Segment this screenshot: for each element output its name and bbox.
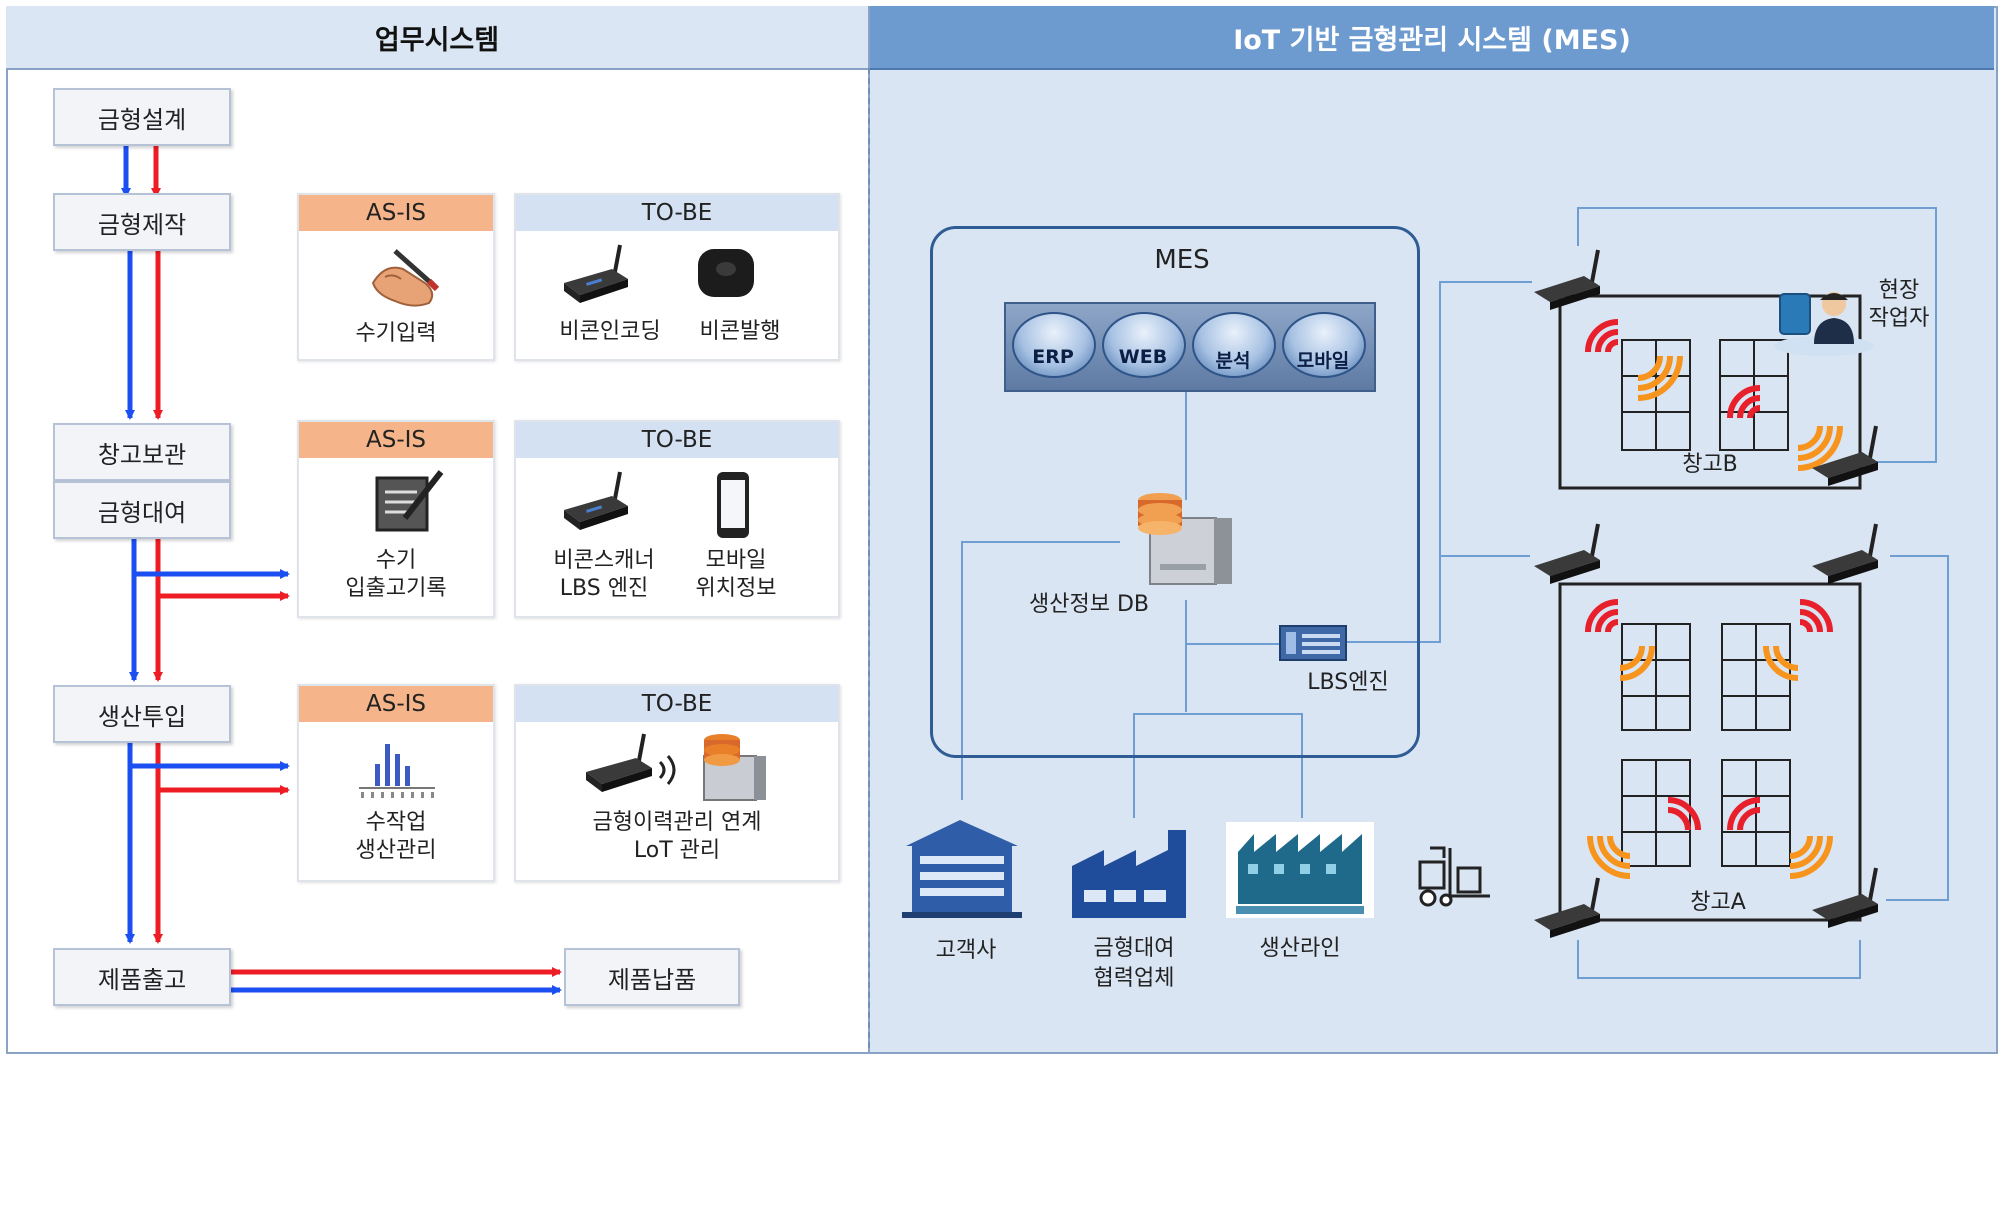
asis-title: AS-IS: [299, 195, 493, 231]
beacon-icons: [1534, 523, 1878, 938]
tobe-title: TO-BE: [516, 422, 838, 458]
step-product-shipment: 제품출고: [53, 948, 231, 1006]
analysis-button: 분석: [1192, 312, 1276, 378]
partner-label-1: 금형대여: [1093, 936, 1175, 961]
step-mold-production: 금형제작: [53, 193, 231, 251]
office-building-icon: [902, 820, 1022, 918]
step-mold-design: 금형설계: [53, 88, 231, 146]
tobe-card-row1: TO-BE 비콘인코딩 비콘발행: [514, 193, 840, 361]
left-panel-header: 업무시스템: [6, 6, 868, 70]
mobile-icon: [1282, 312, 1366, 378]
asis-title: AS-IS: [299, 422, 493, 458]
hand-writing-icon: [371, 249, 440, 307]
mes-title: MES: [1154, 245, 1210, 275]
mobile-label: 모바일: [1296, 350, 1350, 372]
tobe-label-2: LoT 관리: [633, 838, 721, 863]
mes-box: [930, 226, 1420, 758]
tobe-title: TO-BE: [516, 195, 838, 231]
tobe-card-row2: TO-BE 비콘스캐너 LBS 엔진 모바일 위치정보: [514, 420, 840, 618]
lbs-engine-icon: [1279, 625, 1347, 661]
tobe-label-2b: 위치정보: [695, 576, 777, 601]
right-panel-title: IoT 기반 금형관리 시스템 (MES): [1233, 24, 1631, 56]
panel-divider: [868, 68, 870, 1048]
factory-icon: [1072, 830, 1186, 918]
right-panel-header: IoT 기반 금형관리 시스템 (MES): [870, 6, 1994, 70]
warehouse-b-label: 창고B: [1682, 452, 1738, 477]
production-line-label: 생산라인: [1259, 936, 1341, 961]
tobe-card-row3: TO-BE 금형이력관리 연계 LoT 관리: [514, 684, 840, 882]
forklift-icon: [1418, 846, 1490, 907]
asis-card-row1: AS-IS 수기입력: [297, 193, 495, 361]
step-production-input: 생산투입: [53, 685, 231, 743]
signal-waves-icon: [1585, 599, 1833, 879]
field-worker-icon: [1774, 292, 1874, 356]
tobe-label-1: 금형이력관리 연계: [592, 810, 762, 835]
beacon-to-db-icon: [586, 733, 766, 801]
beacon-scanner-icon: [564, 471, 628, 530]
beacon-tag-icon: [698, 249, 754, 297]
asis-label-1: 수기: [375, 548, 417, 573]
warehouse-a-label: 창고A: [1690, 890, 1746, 915]
erp-icon: [1012, 312, 1096, 378]
erp-button: ERP: [1012, 312, 1096, 378]
asis-label-2: 생산관리: [355, 838, 437, 863]
warehouse-a: [1534, 523, 1878, 938]
tobe-label-1b: LBS 엔진: [559, 576, 649, 601]
web-icon: [1102, 312, 1186, 378]
step-mold-rental: 금형대여: [53, 481, 231, 539]
asis-label-2: 입출고기록: [345, 576, 447, 601]
signal-waves-icon: [1585, 319, 1843, 471]
lbs-label: LBS엔진: [1307, 670, 1389, 695]
asis-card-row2: AS-IS 수기 입출고기록: [297, 420, 495, 618]
production-line-icon: [1226, 822, 1374, 918]
beacon-icons: [1534, 249, 1878, 486]
barcode-chart-icon: [359, 744, 435, 798]
notepad-pen-icon: [375, 470, 444, 532]
db-label: 생산정보 DB: [1029, 592, 1149, 617]
web-label: WEB: [1118, 346, 1168, 368]
warehouse-b: [1534, 249, 1878, 490]
asis-label-1: 수작업: [365, 810, 427, 835]
tobe-label-1a: 비콘스캐너: [553, 548, 655, 573]
web-button: WEB: [1102, 312, 1186, 378]
erp-label: ERP: [1032, 346, 1074, 368]
step-product-delivery: 제품납품: [564, 948, 740, 1006]
asis-label: 수기입력: [355, 321, 437, 346]
analysis-label: 분석: [1215, 350, 1251, 372]
step-warehouse-storage: 창고보관: [53, 423, 231, 481]
worker-label-1: 현장: [1878, 278, 1920, 303]
smartphone-icon: [717, 472, 749, 538]
left-panel-title: 업무시스템: [374, 24, 500, 56]
customer-label: 고객사: [935, 938, 997, 963]
partner-label-2: 협력업체: [1093, 966, 1175, 991]
asis-title: AS-IS: [299, 686, 493, 722]
analysis-icon: [1192, 312, 1276, 378]
worker-label-2: 작업자: [1868, 306, 1930, 331]
mobile-button: 모바일: [1282, 312, 1366, 378]
tobe-label-2: 비콘발행: [699, 319, 781, 344]
tobe-label-1: 비콘인코딩: [559, 319, 661, 344]
asis-card-row3: AS-IS 수작업 생산관리: [297, 684, 495, 882]
tobe-title: TO-BE: [516, 686, 838, 722]
tobe-label-2a: 모바일: [705, 548, 767, 573]
database-server-icon: [1138, 493, 1232, 585]
right-panel: [868, 6, 1998, 1054]
beacon-encoder-icon: [564, 244, 628, 303]
